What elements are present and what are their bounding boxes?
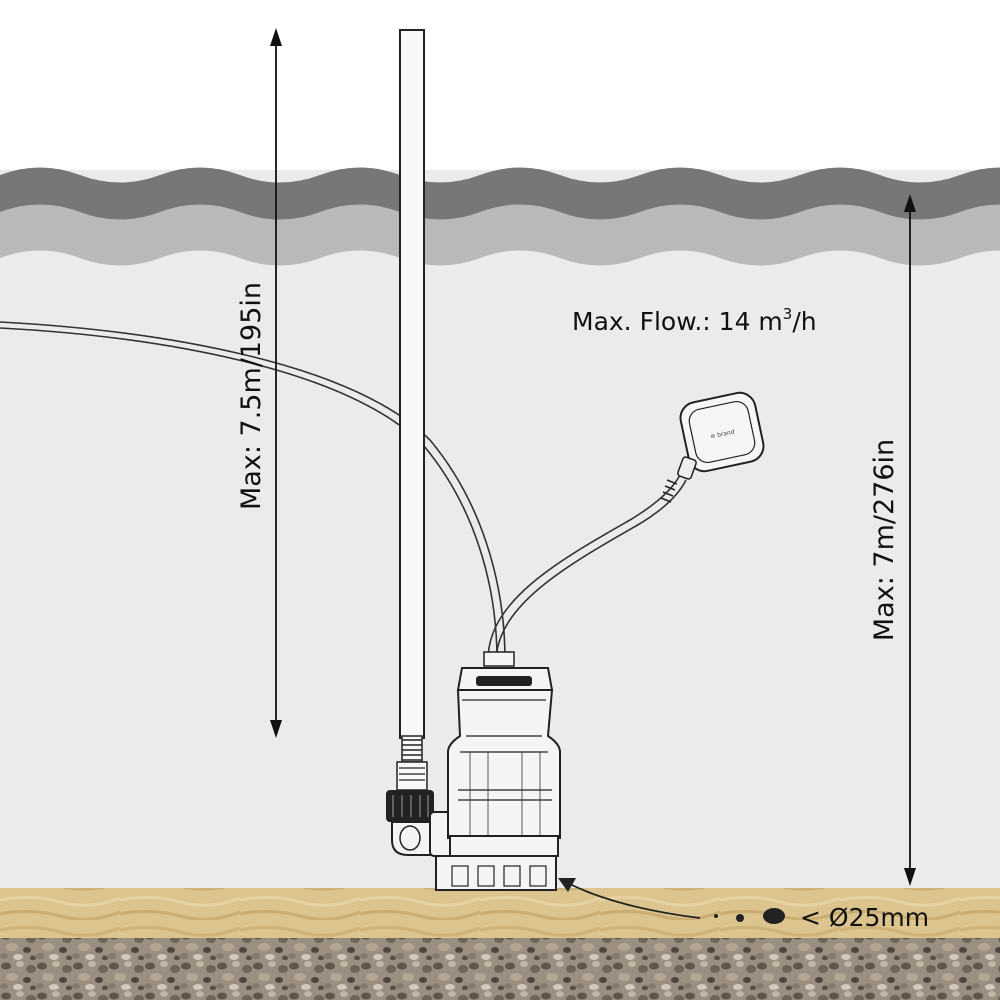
delivery-height-label: Max: 7.5m/195in bbox=[236, 282, 267, 510]
particle-size-label: < Ø25mm bbox=[800, 903, 929, 932]
svg-text:≋ brand: ≋ brand bbox=[710, 428, 736, 440]
particle-dots-icon bbox=[714, 908, 785, 924]
float-switch-icon: ≋ brand bbox=[660, 391, 765, 503]
water-surface-wave-dark bbox=[0, 167, 1000, 223]
inlet-pointer-arrow bbox=[558, 878, 701, 919]
gravel-layer bbox=[0, 938, 1000, 1000]
sand-layer bbox=[0, 888, 1000, 940]
immersion-depth-label: Max: 7m/276in bbox=[869, 439, 900, 641]
pump-icon bbox=[435, 651, 561, 891]
float-switch-cable-outline bbox=[495, 479, 687, 661]
discharge-hose-icon bbox=[386, 29, 434, 822]
water-surface-wave-light bbox=[0, 204, 1000, 266]
delivery-height-dimension-arrow bbox=[270, 28, 282, 738]
max-flow-label: Max. Flow.: 14 m3/h bbox=[572, 305, 817, 336]
immersion-depth-dimension-arrow bbox=[904, 194, 916, 886]
